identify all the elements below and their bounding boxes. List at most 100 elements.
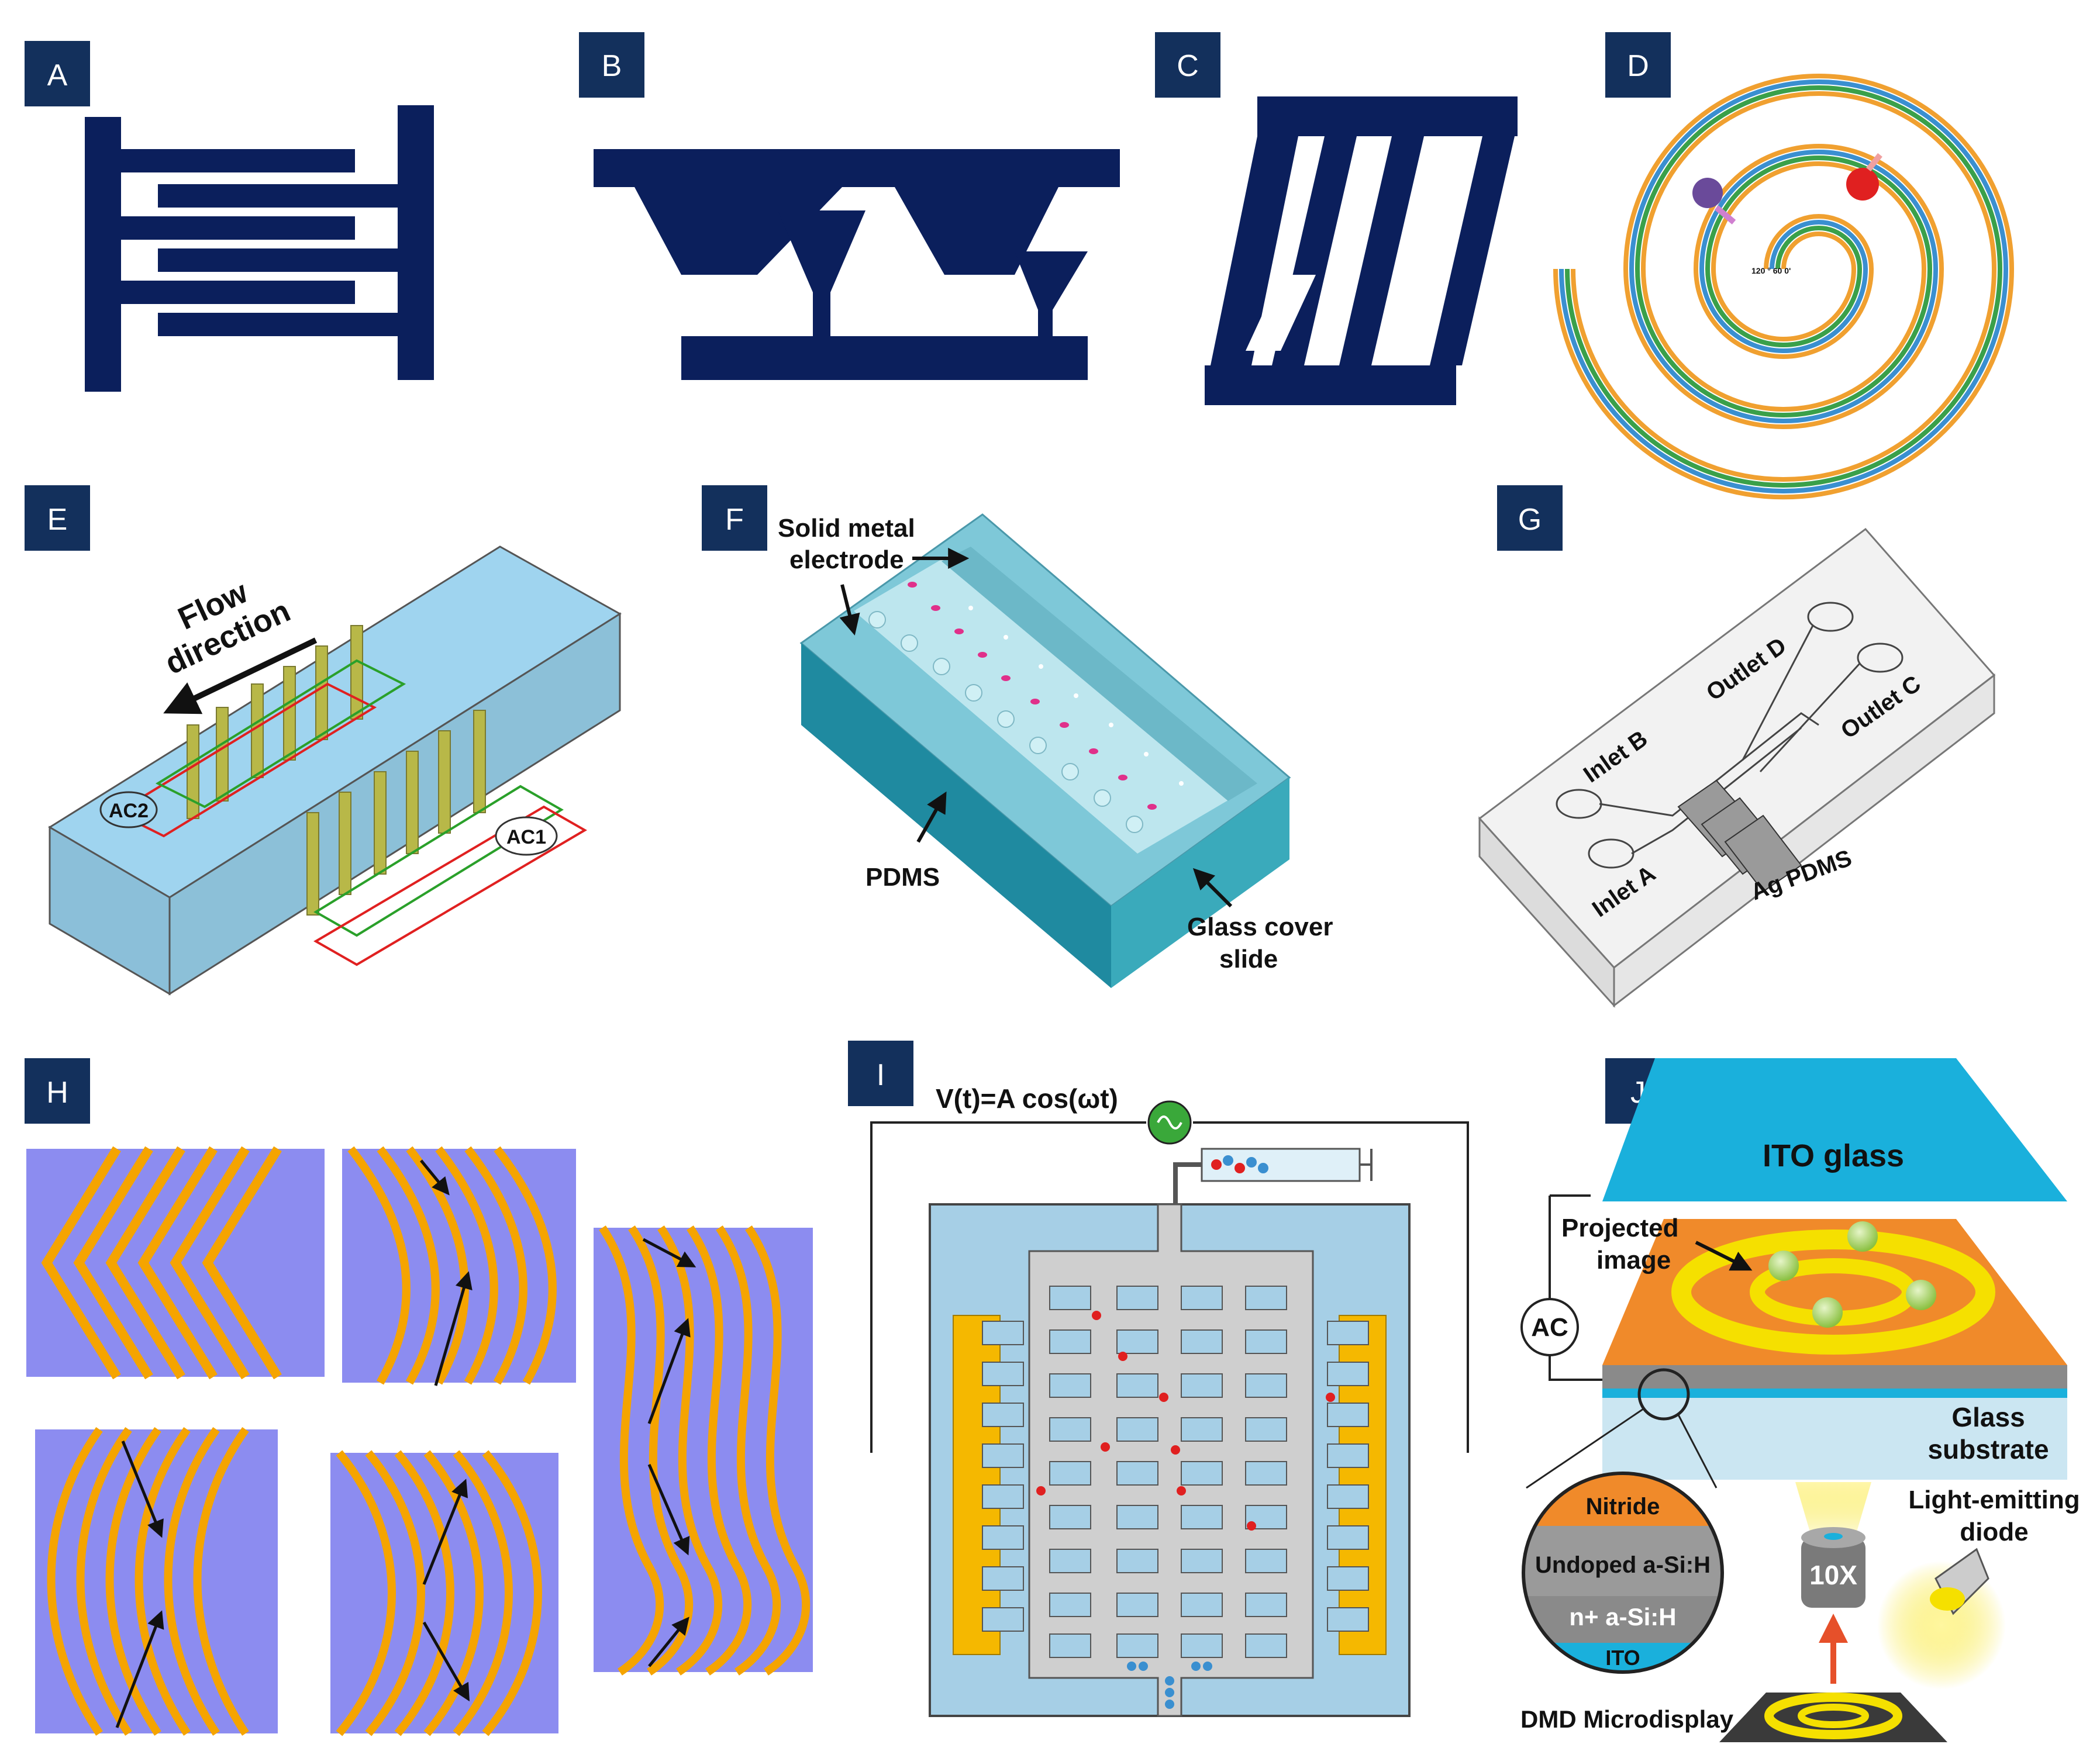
- glass-cover-line2: slide: [1219, 945, 1278, 973]
- oblique-electrode: [1205, 96, 1518, 405]
- particles-white: [968, 606, 1184, 786]
- flow-arrow-icon: [422, 1621, 470, 1702]
- panel-e-badge: [25, 485, 90, 551]
- projected-image-line2: image: [1596, 1246, 1671, 1275]
- panel-c: C: [1155, 32, 1518, 405]
- flow-arrow-icon: [647, 1464, 690, 1556]
- wavy-electrode-panel: [594, 1225, 813, 1676]
- pdms-label: PDMS: [865, 863, 940, 892]
- panel-i-label: I: [877, 1058, 885, 1092]
- ito-bottom-layer: [1602, 1389, 2067, 1398]
- flow-arrow-icon: [647, 1318, 691, 1424]
- curved-electrode-panel-3: [330, 1450, 558, 1736]
- panel-e-label: E: [47, 503, 68, 537]
- electrode-label-line1: Solid metal: [778, 514, 915, 543]
- flow-arrow-icon: [420, 1159, 450, 1196]
- glass-substrate-line1: Glass: [1951, 1402, 2025, 1432]
- panel-g-label: G: [1518, 503, 1542, 537]
- panel-i: I V(t)=A cos(ωt): [848, 1041, 1469, 1717]
- red-particles: [1036, 1311, 1335, 1531]
- particle-purple: [1692, 178, 1723, 208]
- microchannel-box: [48, 545, 622, 996]
- projected-ring-outer: [1671, 1229, 1995, 1355]
- castellated-electrode: [594, 149, 1120, 380]
- undoped-asi-label: Undoped a-Si:H: [1535, 1552, 1711, 1578]
- ac-label: AC: [1531, 1313, 1568, 1342]
- ag-pdms-electrodes: [1677, 779, 1802, 893]
- rotation-arrow-icon: [1714, 205, 1736, 225]
- phase-angle-text: 120 ° 60 0': [1751, 266, 1791, 275]
- ac2-label: AC2: [109, 800, 149, 822]
- flow-arrow-icon: [121, 1441, 164, 1538]
- objective-label: 10X: [1809, 1560, 1857, 1590]
- flow-arrow-icon: [422, 1479, 468, 1585]
- nplus-asi-label: n+ a-Si:H: [1569, 1603, 1676, 1631]
- objective-lens-icon: [1801, 1527, 1865, 1608]
- blue-particles: [1127, 1662, 1212, 1709]
- led-label-line1: Light-emitting: [1908, 1486, 2080, 1514]
- nitride-label: Nitride: [1586, 1494, 1660, 1519]
- projected-image-line1: Projected: [1561, 1214, 1679, 1242]
- panel-a: A: [25, 41, 434, 392]
- led-icon: [1877, 1548, 2006, 1690]
- electrode-arrow-icon: [839, 584, 860, 635]
- dmd-microdisplay-icon: [1719, 1693, 1947, 1742]
- glass-substrate-line2: substrate: [1927, 1434, 2049, 1465]
- panel-a-badge: [25, 41, 90, 106]
- panel-h-badge: [25, 1058, 90, 1124]
- panel-d: D 120 ° 60 0': [1553, 32, 2015, 499]
- flow-arrow-icon: [642, 1238, 696, 1267]
- panel-b: B: [579, 32, 1120, 380]
- particles-pink: [908, 582, 1157, 810]
- panel-b-badge: [579, 32, 644, 98]
- panel-f-label: F: [725, 503, 744, 537]
- panel-f-badge: [702, 485, 767, 551]
- curved-electrode-panel-1: [342, 1146, 576, 1386]
- ito-glass-plate: [1602, 1058, 2067, 1201]
- electrode-label-line2: electrode: [789, 545, 904, 574]
- panel-a-label: A: [47, 58, 68, 92]
- panel-g-badge: [1497, 485, 1563, 551]
- panel-f: F: [702, 485, 1333, 988]
- dmd-label: DMD Microdisplay: [1520, 1705, 1734, 1733]
- ac2-source-icon: [99, 791, 158, 828]
- spiral-electrode: [1553, 74, 2015, 499]
- chevron-electrode-panel: [26, 1146, 325, 1380]
- ac-source-icon: [1520, 1298, 1579, 1356]
- microparticles: [1768, 1221, 1936, 1328]
- panel-h-label: H: [46, 1076, 68, 1110]
- ac-wire: [1549, 1194, 1602, 1381]
- panel-c-badge: [1155, 32, 1220, 98]
- ac1-source-icon: [495, 816, 558, 856]
- pillar-grid: [982, 1286, 1369, 1658]
- flow-arrow-icon: [648, 1617, 689, 1667]
- asi-layer: [1602, 1365, 2067, 1389]
- circuit-wire: [870, 1121, 1469, 1453]
- sine-icon: [1157, 1115, 1182, 1130]
- channel-grid: [1028, 1203, 1314, 1717]
- panel-d-badge: [1605, 32, 1671, 98]
- led-label-line2: diode: [1960, 1518, 2028, 1546]
- panel-d-label: D: [1627, 49, 1649, 83]
- ag-pdms-chip: [1478, 527, 1996, 1008]
- ac1-label: AC1: [506, 826, 546, 848]
- pillar-array: [868, 611, 1143, 833]
- glass-cover-line1: Glass cover: [1187, 913, 1333, 941]
- interdigitated-electrode: [85, 105, 434, 392]
- projected-arrow-icon: [1695, 1241, 1753, 1271]
- channel-network: [1556, 602, 1904, 869]
- panel-g: G Inlet B Inlet A Outlet D Outlet C Ag P…: [1478, 485, 1996, 1008]
- panel-i-badge: [848, 1041, 913, 1106]
- pdms-chip: [799, 513, 1291, 988]
- zoom-line-icon: [1526, 1408, 1644, 1489]
- flow-arrow-icon: [163, 637, 318, 714]
- syringe-icon: [1173, 1148, 1373, 1207]
- panel-c-label: C: [1177, 49, 1199, 83]
- ito-layer-label: ITO: [1605, 1646, 1640, 1670]
- voltage-formula: V(t)=A cos(ωt): [936, 1083, 1118, 1114]
- panel-j: J ITO glass Glass substrate AC Projected…: [1520, 1058, 2080, 1742]
- light-beam: [1795, 1482, 1871, 1532]
- panel-e: E AC2 AC1: [25, 485, 622, 996]
- rotation-arrow-icon: [1866, 153, 1882, 172]
